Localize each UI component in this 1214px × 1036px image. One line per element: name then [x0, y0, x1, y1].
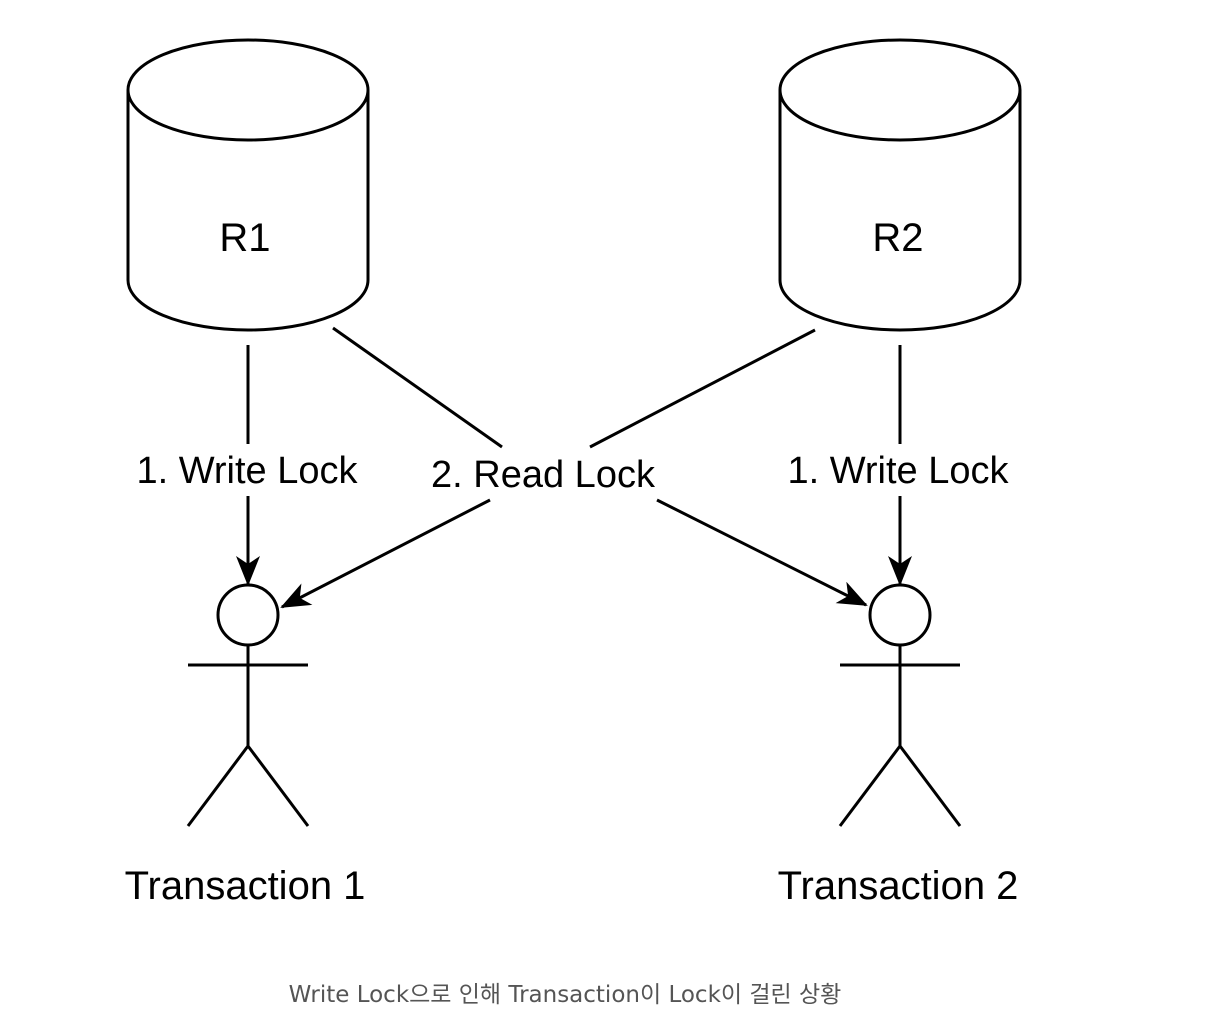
figure-caption: Write Lock으로 인해 Transaction이 Lock이 걸린 상황 [288, 982, 842, 1008]
resource-r2-label: R2 [872, 216, 923, 260]
resource-r2-cylinder: R2 [778, 38, 1022, 332]
actor-transaction-1-label: Transaction 1 [125, 864, 366, 908]
edge-label-write-lock-1: 1. Write Lock [136, 450, 358, 492]
edge-r2-t2-write-lock: 1. Write Lock [787, 345, 1010, 586]
resource-r1-label: R1 [219, 216, 270, 260]
actor-transaction-2 [838, 583, 962, 827]
edge-read-lock-cross: 2. Read Lock [280, 326, 868, 609]
actor-transaction-1 [186, 583, 310, 827]
edge-r1-t1-write-lock: 1. Write Lock [136, 345, 359, 586]
resource-r1-cylinder: R1 [126, 38, 370, 332]
edge-label-read-lock: 2. Read Lock [431, 454, 656, 496]
actor-transaction-2-label: Transaction 2 [778, 864, 1019, 908]
edge-label-write-lock-2: 1. Write Lock [787, 450, 1009, 492]
